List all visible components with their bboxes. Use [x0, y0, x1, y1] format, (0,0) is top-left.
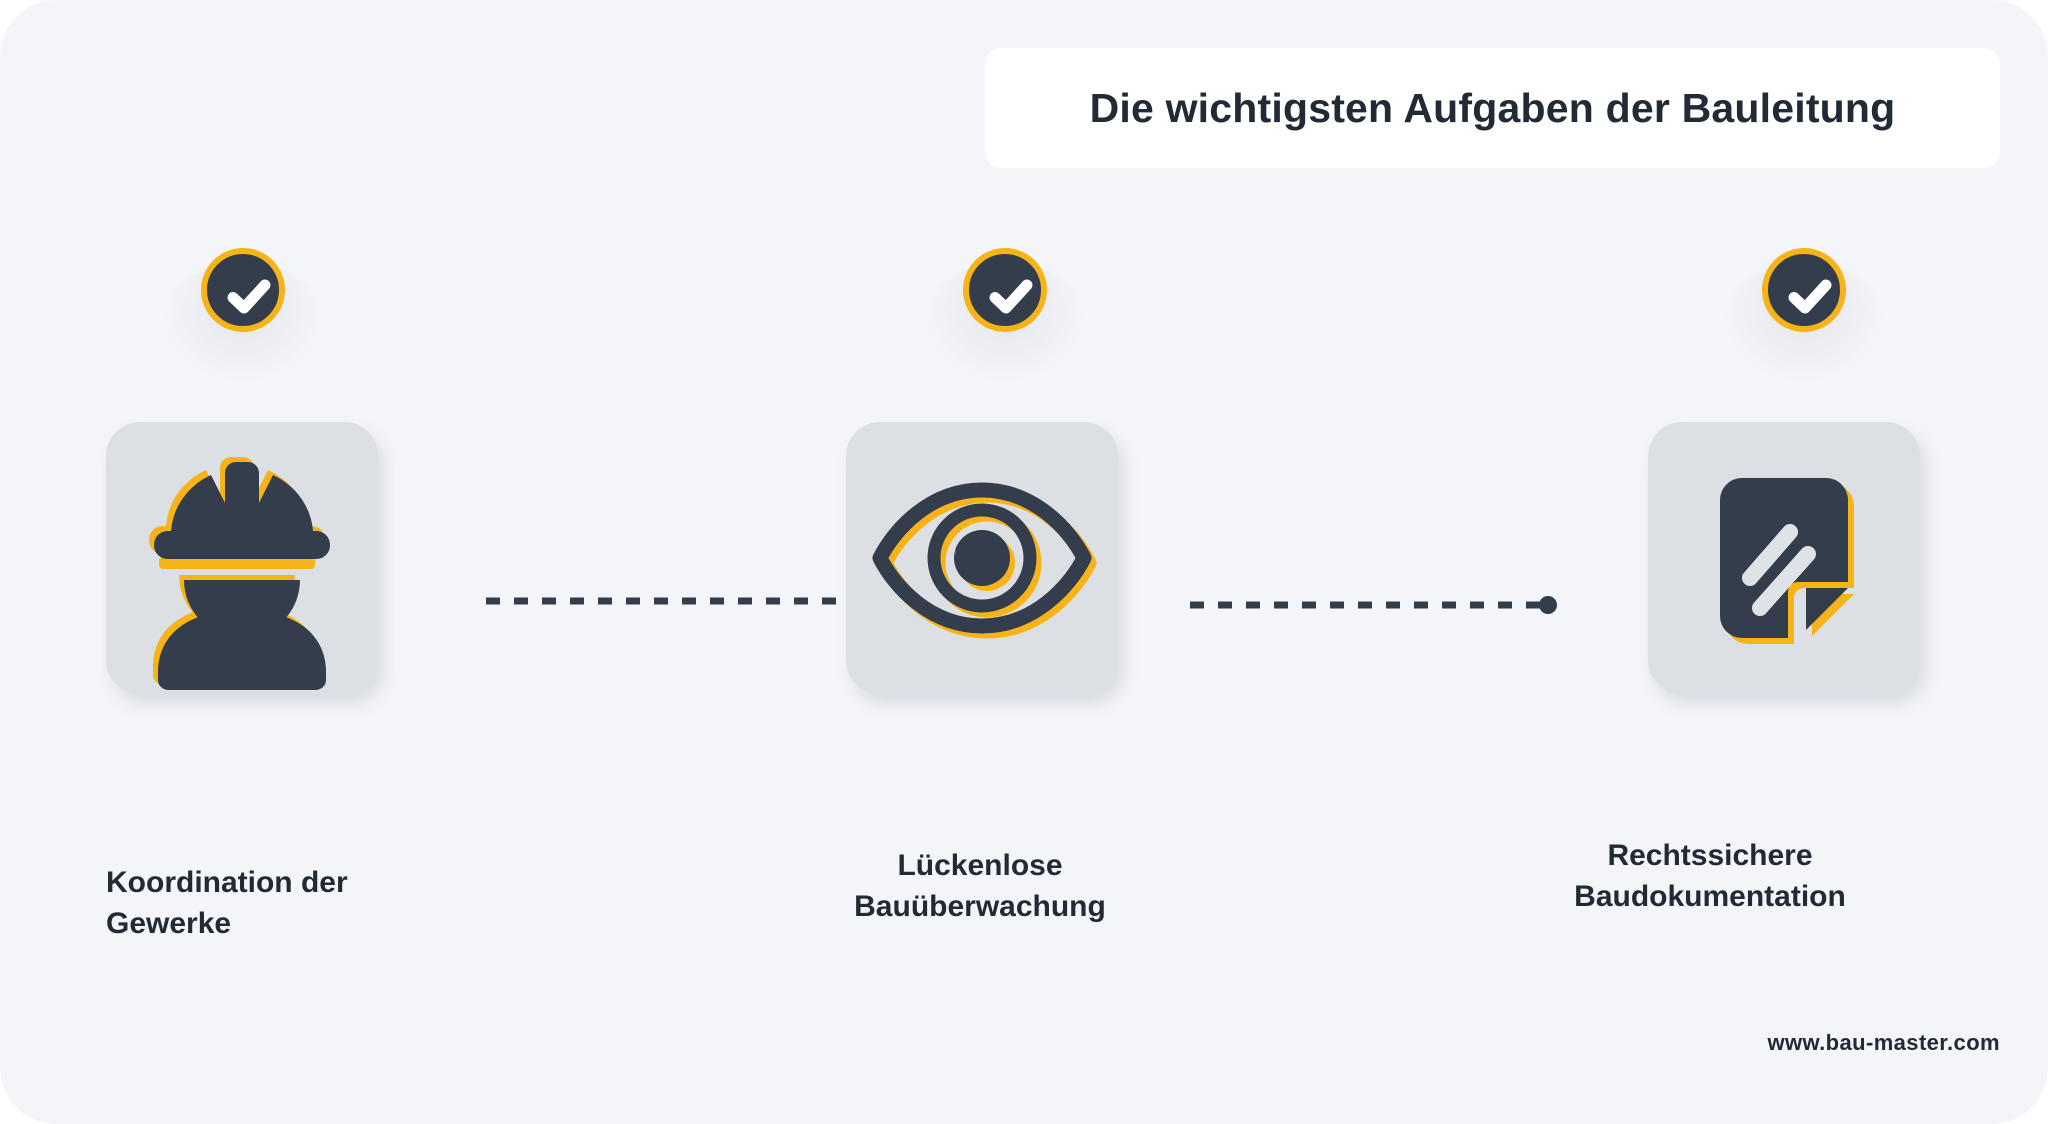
document-page-icon: [1720, 478, 1854, 644]
step-2-check-badge: [925, 248, 1085, 382]
page-title: Die wichtigsten Aufgaben der Bauleitung: [1089, 84, 1896, 131]
step-1-label-line1: Koordination der: [106, 866, 348, 899]
eye-icon: [872, 482, 1097, 639]
step-2-icon-card: [846, 422, 1118, 694]
connector-end-dot: [1539, 596, 1557, 614]
step-3-label: Rechtssichere Baudokumentation: [1480, 835, 1940, 918]
check-circle-icon: [963, 248, 1047, 332]
step-3-check-badge: [1724, 248, 1884, 382]
footer-url: www.bau-master.com: [1767, 1030, 2000, 1055]
step-column-3: Rechtssichere Baudokumentation: [1458, 0, 1958, 1124]
step-3-icon-card: [1648, 422, 1920, 694]
step-3-label-line2: Baudokumentation: [1574, 880, 1846, 914]
connector-2-3: [1188, 596, 1560, 614]
step-3-label-line1: Rechtssichere: [1607, 839, 1813, 872]
step-1-label-line2: Gewerke: [106, 907, 232, 941]
step-column-2: Lückenlose Bauüberwachung: [760, 0, 1260, 1124]
step-2-label-line2: Bauüberwachung: [854, 890, 1106, 924]
check-circle-icon: [201, 248, 285, 332]
step-column-1: Koordination der Gewerke: [88, 0, 588, 1124]
step-2-label-line1: Lückenlose: [897, 849, 1063, 882]
step-1-icon-card: [106, 422, 378, 694]
connector-1-2: [484, 596, 850, 606]
step-1-check-badge: [163, 248, 323, 382]
title-banner: Die wichtigsten Aufgaben der Bauleitung: [985, 48, 2000, 168]
check-circle-icon: [1762, 248, 1846, 332]
construction-worker-icon: [149, 457, 330, 690]
step-1-label: Koordination der Gewerke: [106, 862, 506, 945]
step-2-label: Lückenlose Bauüberwachung: [750, 845, 1210, 928]
